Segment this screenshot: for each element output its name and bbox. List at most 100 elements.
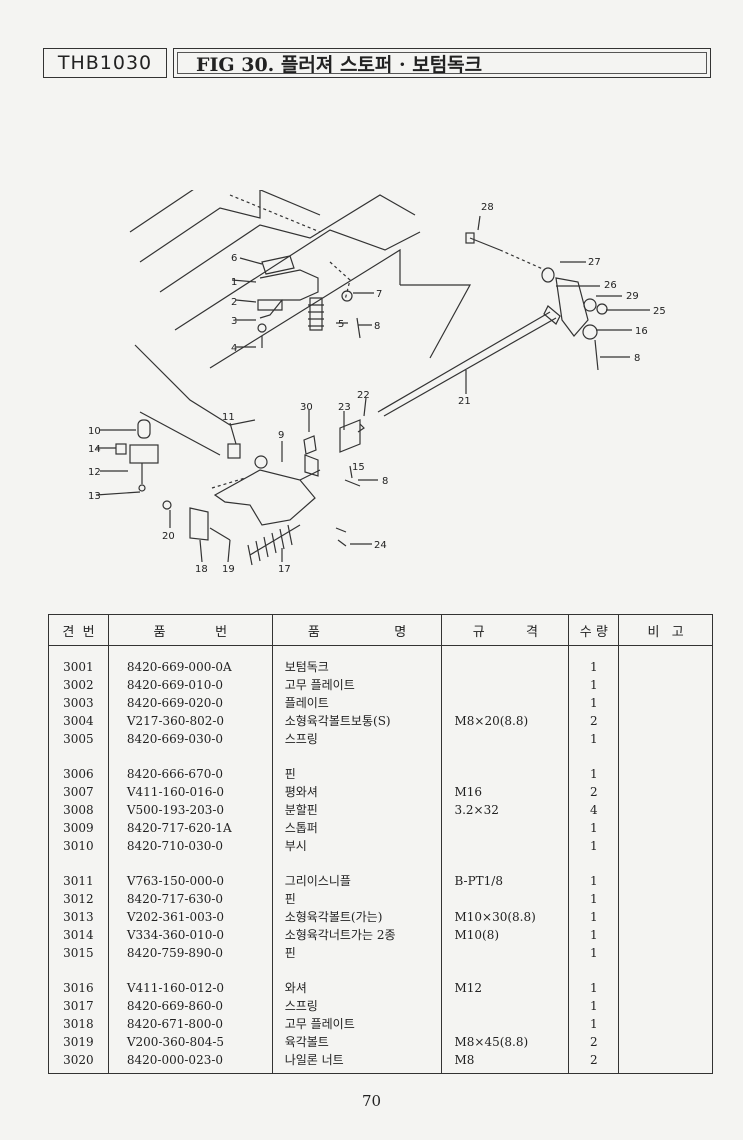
part-no-cell: 8420-666-670-0	[107, 765, 273, 783]
spec-cell: M8×45(8.8)	[441, 1033, 570, 1051]
spec-cell	[441, 1015, 570, 1033]
spec-cell	[441, 676, 570, 694]
col-header-remarks: 비 고	[618, 614, 713, 646]
qty-cell: 1	[568, 997, 620, 1015]
remarks-cell	[618, 979, 713, 997]
part-name-cell: 핀	[271, 944, 443, 962]
remarks-cell	[618, 676, 713, 694]
part-no-cell: 8420-669-020-0	[107, 694, 273, 712]
remarks-cell	[618, 944, 713, 962]
svg-text:27: 27	[588, 257, 601, 268]
part-no-cell: V217-360-802-0	[107, 712, 273, 730]
part-no-cell: V763-150-000-0	[107, 872, 273, 890]
spec-cell: B-PT1/8	[441, 872, 570, 890]
svg-text:6: 6	[231, 253, 237, 264]
remarks-cell	[618, 1015, 713, 1033]
figure-title-text: FIG 30. 플러져 스토퍼 · 보텀독크	[196, 53, 483, 76]
item-no-cell: 3013	[48, 908, 109, 926]
part-name-cell: 핀	[271, 890, 443, 908]
part-no-cell: 8420-710-030-0	[107, 837, 273, 855]
svg-text:20: 20	[162, 531, 175, 542]
part-no-cell: V202-361-003-0	[107, 908, 273, 926]
svg-text:22: 22	[357, 390, 370, 401]
item-no-cell: 3007	[48, 783, 109, 801]
item-no-cell: 3006	[48, 765, 109, 783]
svg-text:16: 16	[635, 326, 648, 337]
item-no-cell: 3001	[48, 645, 109, 676]
svg-text:19: 19	[222, 564, 235, 575]
part-no-cell: V200-360-804-5	[107, 1033, 273, 1051]
qty-cell: 1	[568, 765, 620, 783]
remarks-cell	[618, 783, 713, 801]
svg-text:15: 15	[352, 462, 365, 473]
spec-cell: M16	[441, 783, 570, 801]
spec-cell: M10(8)	[441, 926, 570, 944]
remarks-cell	[618, 908, 713, 926]
qty-cell: 1	[568, 872, 620, 890]
spec-cell	[441, 645, 570, 676]
spec-cell	[441, 819, 570, 837]
remarks-cell	[618, 765, 713, 783]
svg-text:8: 8	[382, 476, 388, 487]
qty-cell: 4	[568, 801, 620, 819]
spec-cell	[441, 890, 570, 908]
remarks-cell	[618, 801, 713, 819]
svg-text:10: 10	[88, 426, 101, 437]
qty-cell: 2	[568, 712, 620, 730]
page-number: 70	[361, 1092, 382, 1110]
svg-text:17: 17	[278, 564, 291, 575]
svg-text:2: 2	[231, 297, 237, 308]
part-name-cell: 스프링	[271, 997, 443, 1015]
item-no-cell: 3004	[48, 712, 109, 730]
table-header-row: 견 번 품 번 품 명 규 격 수 량 비 고	[48, 614, 713, 646]
spec-cell	[441, 997, 570, 1015]
group-spacer	[48, 962, 713, 979]
remarks-cell	[618, 890, 713, 908]
qty-cell: 1	[568, 819, 620, 837]
item-no-cell: 3015	[48, 944, 109, 962]
part-name-cell: 평와셔	[271, 783, 443, 801]
spec-cell: M8×20(8.8)	[441, 712, 570, 730]
qty-cell: 2	[568, 1033, 620, 1051]
qty-cell: 1	[568, 926, 620, 944]
qty-cell: 1	[568, 730, 620, 748]
remarks-cell	[618, 694, 713, 712]
svg-text:23: 23	[338, 402, 351, 413]
part-no-cell: 8420-717-630-0	[107, 890, 273, 908]
remarks-cell	[618, 712, 713, 730]
col-header-spec: 규 격	[441, 614, 570, 646]
col-header-qty: 수 량	[568, 614, 620, 646]
remarks-cell	[618, 730, 713, 748]
qty-cell: 1	[568, 645, 620, 676]
svg-text:8: 8	[374, 321, 380, 332]
spec-cell: M12	[441, 979, 570, 997]
remarks-cell	[618, 645, 713, 676]
qty-cell: 1	[568, 694, 620, 712]
part-name-cell: 나일론 너트	[271, 1051, 443, 1074]
qty-cell: 2	[568, 783, 620, 801]
spec-cell	[441, 765, 570, 783]
part-no-cell: V334-360-010-0	[107, 926, 273, 944]
part-name-cell: 소형육각너트가는 2종	[271, 926, 443, 944]
remarks-cell	[618, 1033, 713, 1051]
item-no-cell: 3019	[48, 1033, 109, 1051]
part-name-cell: 부시	[271, 837, 443, 855]
qty-cell: 1	[568, 944, 620, 962]
spec-cell	[441, 944, 570, 962]
remarks-cell	[618, 872, 713, 890]
